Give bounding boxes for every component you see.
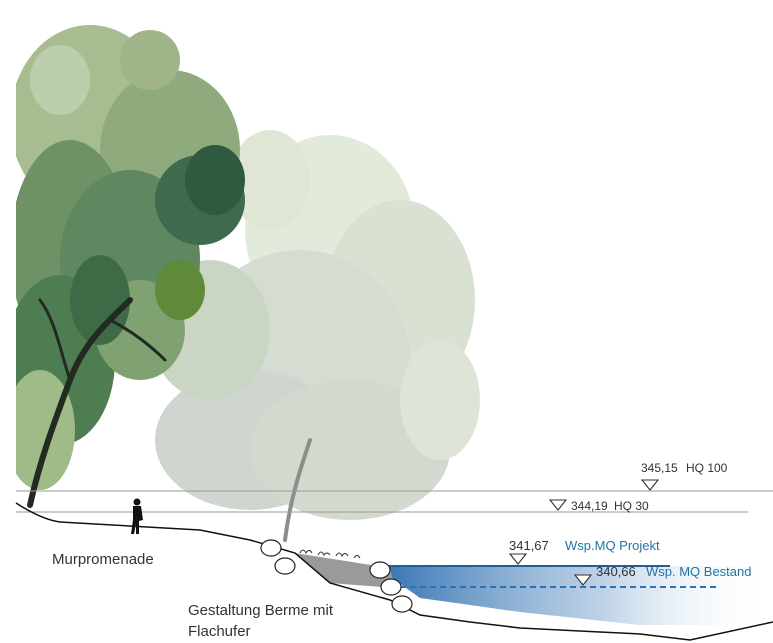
hq30-name: HQ 30 <box>614 499 649 513</box>
tree-trunks <box>27 297 312 542</box>
berm-gravel <box>295 553 395 588</box>
person-silhouette <box>131 498 143 534</box>
river-water <box>388 565 773 625</box>
mq-projekt-name: Wsp.MQ Projekt <box>565 538 660 553</box>
hq100-marker <box>640 479 660 491</box>
boulder <box>380 578 402 596</box>
boulders <box>260 539 413 613</box>
boulder <box>274 557 296 575</box>
mq-bestand-name: Wsp. MQ Bestand <box>646 564 752 579</box>
berm-plants <box>299 549 361 559</box>
hq30-marker <box>548 499 568 511</box>
promenade-label: Murpromenade <box>52 551 154 568</box>
level-markers <box>508 479 660 586</box>
tree-foreground-dark <box>5 25 245 490</box>
tree-background-light <box>150 130 480 520</box>
mq-bestand-marker <box>573 574 593 586</box>
berm-label-line1: Gestaltung Berme mit <box>188 602 334 619</box>
hq30-elevation: 344,19 <box>571 499 608 513</box>
hq100-name: HQ 100 <box>686 461 728 475</box>
tree-canopy <box>5 25 480 542</box>
boulder <box>369 561 391 579</box>
mq-projekt-marker <box>508 553 528 565</box>
mq-projekt-elevation: 341,67 <box>509 538 549 553</box>
mq-bestand-elevation: 340,66 <box>596 564 636 579</box>
hq100-elevation: 345,15 <box>641 461 678 475</box>
berm-label-line2: Flachufer <box>188 623 251 640</box>
boulder <box>391 595 413 613</box>
ground-profile <box>15 502 773 641</box>
boulder <box>260 539 282 557</box>
